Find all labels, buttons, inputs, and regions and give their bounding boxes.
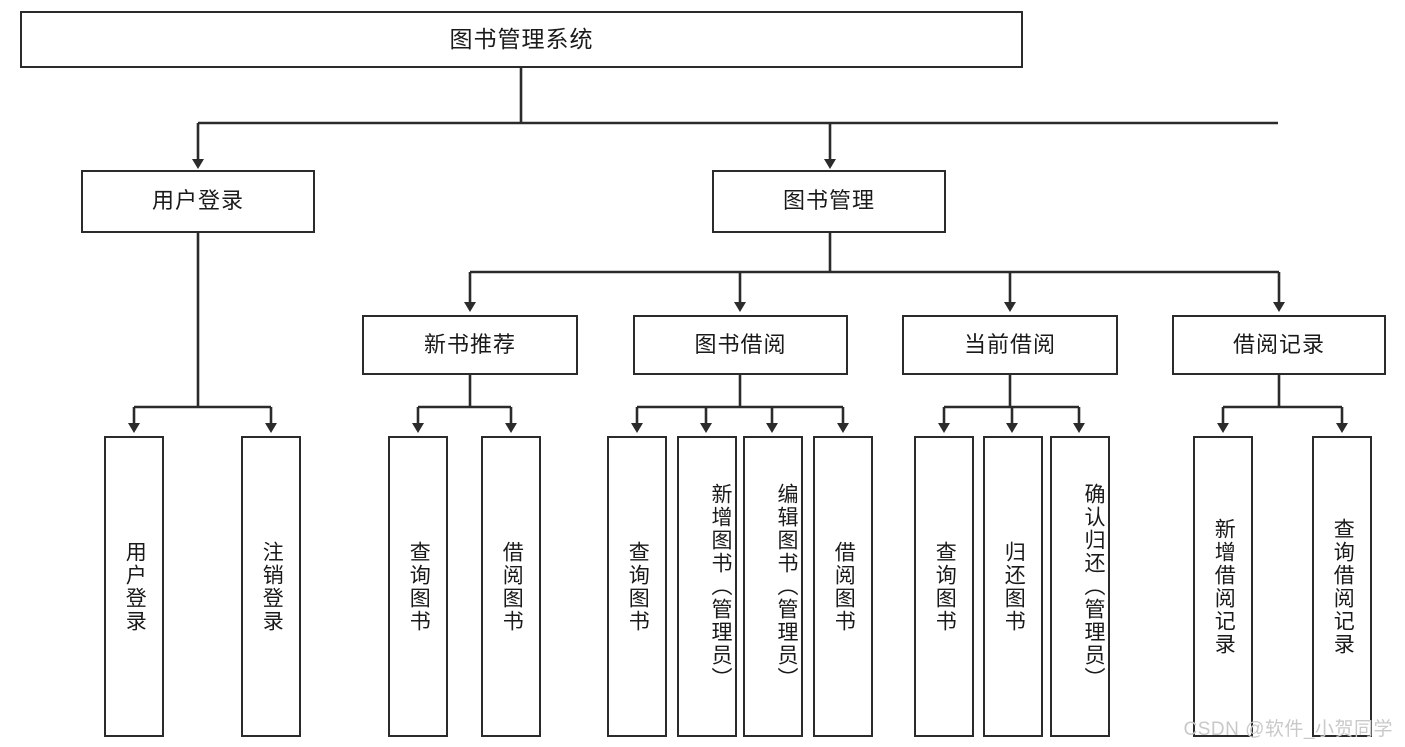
- node-root-system[interactable]: 图书管理系统: [20, 11, 1023, 68]
- leaf-edit-book-admin[interactable]: 编辑图书（管理员）: [743, 436, 803, 737]
- leaf-add-book-admin-label: 新增图书（管理员）: [709, 483, 732, 690]
- leaf-rec-borrow-book[interactable]: 借阅图书: [481, 436, 541, 737]
- leaf-user-login[interactable]: 用户登录: [104, 436, 164, 737]
- leaf-borrow-query-book[interactable]: 查询图书: [607, 436, 667, 737]
- node-borrow-record-label: 借阅记录: [1232, 331, 1325, 357]
- node-user-login-label: 用户登录: [151, 188, 244, 214]
- leaf-user-login-label: 用户登录: [123, 540, 147, 633]
- node-root-label: 图书管理系统: [449, 25, 594, 52]
- node-user-login[interactable]: 用户登录: [81, 170, 315, 233]
- node-new-book-recommend[interactable]: 新书推荐: [362, 315, 578, 375]
- leaf-rec-query-book-label: 查询图书: [407, 540, 431, 633]
- leaf-add-borrow-record-label: 新增借阅记录: [1212, 517, 1236, 656]
- leaf-current-query-book-label: 查询图书: [933, 540, 957, 633]
- leaf-borrow-query-book-label: 查询图书: [626, 540, 650, 633]
- node-book-management-label: 图书管理: [782, 188, 875, 214]
- leaf-borrow-book-label: 借阅图书: [832, 540, 856, 633]
- leaf-query-borrow-record[interactable]: 查询借阅记录: [1312, 436, 1372, 737]
- leaf-add-book-admin[interactable]: 新增图书（管理员）: [677, 436, 737, 737]
- node-new-book-recommend-label: 新书推荐: [423, 331, 516, 357]
- node-book-borrow[interactable]: 图书借阅: [633, 315, 848, 375]
- leaf-return-book[interactable]: 归还图书: [983, 436, 1043, 737]
- leaf-confirm-return-admin-label: 确认归还（管理员）: [1082, 483, 1105, 690]
- node-book-borrow-label: 图书借阅: [694, 331, 787, 357]
- leaf-rec-borrow-book-label: 借阅图书: [500, 540, 524, 633]
- leaf-edit-book-admin-label: 编辑图书（管理员）: [775, 483, 798, 690]
- leaf-confirm-return-admin[interactable]: 确认归还（管理员）: [1050, 436, 1110, 737]
- leaf-query-borrow-record-label: 查询借阅记录: [1331, 517, 1355, 656]
- node-current-borrow-label: 当前借阅: [963, 331, 1056, 357]
- leaf-return-book-label: 归还图书: [1002, 540, 1026, 633]
- node-current-borrow[interactable]: 当前借阅: [902, 315, 1118, 375]
- leaf-rec-query-book[interactable]: 查询图书: [388, 436, 448, 737]
- leaf-logout-label: 注销登录: [260, 540, 284, 633]
- leaf-logout[interactable]: 注销登录: [241, 436, 301, 737]
- watermark-text: CSDN @软件_小贺同学: [1183, 719, 1393, 740]
- leaf-borrow-book[interactable]: 借阅图书: [813, 436, 873, 737]
- node-borrow-record[interactable]: 借阅记录: [1172, 315, 1386, 375]
- node-book-management[interactable]: 图书管理: [712, 170, 946, 233]
- leaf-current-query-book[interactable]: 查询图书: [914, 436, 974, 737]
- leaf-add-borrow-record[interactable]: 新增借阅记录: [1193, 436, 1253, 737]
